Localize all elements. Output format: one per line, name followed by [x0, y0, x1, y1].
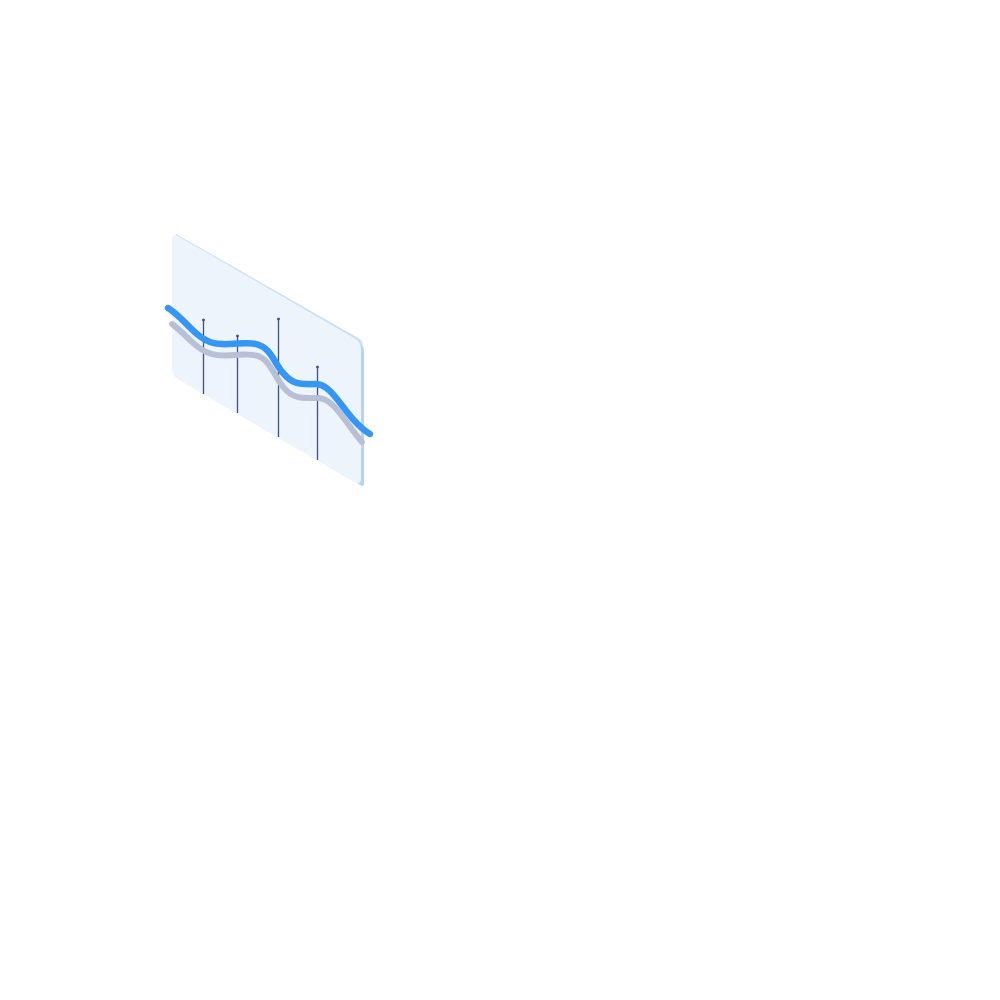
shadow-wave-line — [169, 321, 365, 445]
marker-tip-2 — [236, 334, 239, 338]
marker-tip-1 — [202, 318, 205, 322]
primary-wave-line — [164, 304, 374, 438]
marker-tip-4 — [316, 365, 319, 369]
marker-tip-3 — [277, 317, 280, 321]
